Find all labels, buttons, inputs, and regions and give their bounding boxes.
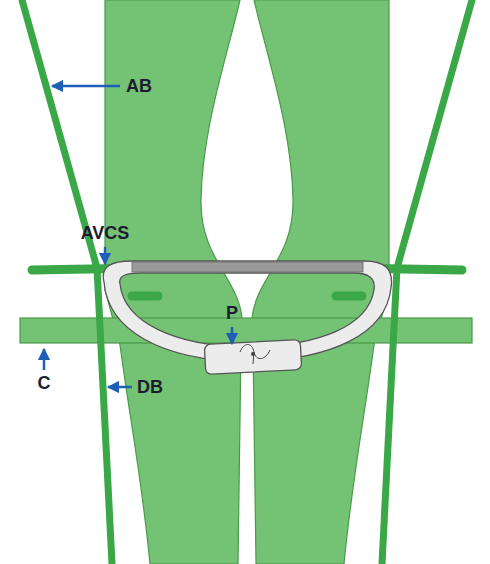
- suture: [240, 345, 270, 365]
- band: [20, 318, 472, 343]
- ring-tab: [204, 340, 301, 375]
- part-label: DB: [137, 378, 163, 396]
- leader-arrows: [44, 86, 232, 387]
- part-label: AVCS: [81, 224, 130, 242]
- knot: [251, 352, 255, 356]
- ring-bar: [132, 262, 363, 272]
- part-label: C: [38, 374, 51, 392]
- vessels: [22, 0, 472, 564]
- part-label: AB: [126, 77, 152, 95]
- corpora: [105, 0, 389, 564]
- part-label: P: [226, 304, 238, 322]
